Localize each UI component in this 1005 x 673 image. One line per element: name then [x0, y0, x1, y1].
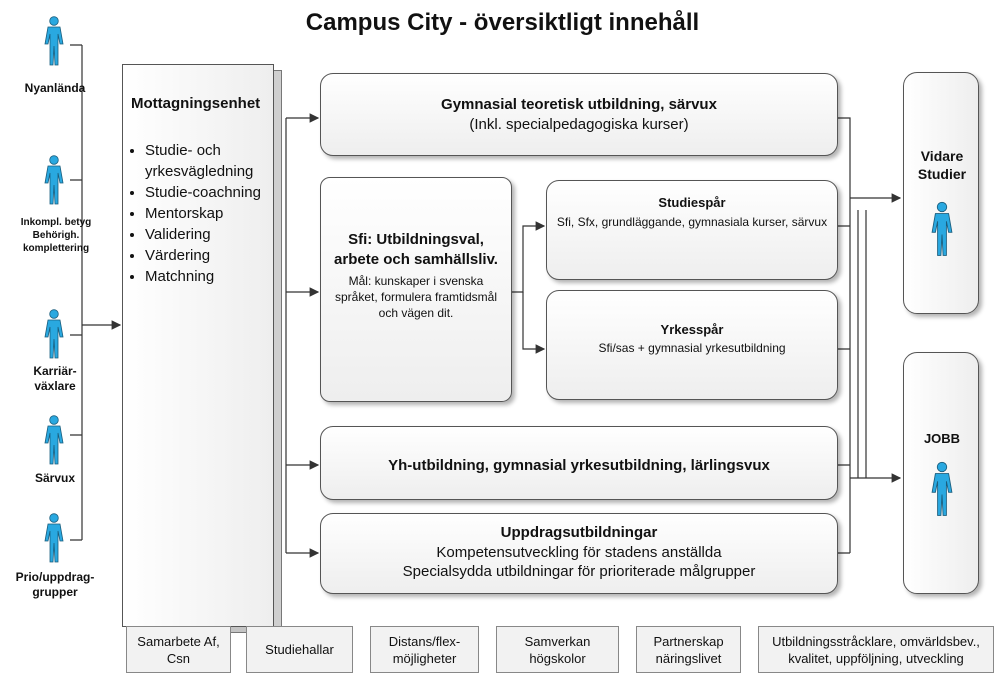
yh-title: Yh-utbildning, gymnasial yrkesutbildning…: [388, 457, 770, 474]
studiespar-box: Studiespår Sfi, Sfx, grundläggande, gymn…: [546, 180, 838, 280]
list-item: Värdering: [145, 245, 275, 266]
jobb-box: JOBB: [903, 352, 979, 594]
mottagning-title: Mottagningsenhet: [131, 95, 261, 112]
yh-box: Yh-utbildning, gymnasial yrkesutbildning…: [320, 426, 838, 500]
list-item: Studie-coachning: [145, 182, 275, 203]
actor-label: Särvux: [34, 471, 76, 485]
gymnasial-title: Gymnasial teoretisk utbildning, särvux: [441, 96, 717, 113]
jobb-title: JOBB: [923, 431, 961, 446]
vidare-title: Vidare Studier: [917, 148, 967, 182]
yrkesspar-sub: Sfi/sas + gymnasial yrkesutbildning: [598, 341, 786, 355]
uppdrag-title: Uppdragsutbildningar: [500, 524, 658, 541]
person-icon: [931, 461, 953, 517]
footer-box-samverkan: Samverkan högskolor: [496, 626, 619, 673]
gymnasial-box: Gymnasial teoretisk utbildning, särvux (…: [320, 73, 838, 156]
uppdrag-line1: Kompetensutveckling för stadens anställd…: [436, 544, 722, 561]
actor-label: Inkompl. betyg Behörigh. komplettering: [20, 217, 92, 254]
uppdrag-box: Uppdragsutbildningar Kompetensutveckling…: [320, 513, 838, 594]
person-icon: [44, 155, 64, 205]
actor-label: Nyanlända: [24, 81, 86, 95]
actor-label: Prio/uppdrag- grupper: [15, 570, 95, 599]
list-item: Validering: [145, 224, 275, 245]
footer-box-studiehallar: Studiehallar: [246, 626, 353, 673]
sfi-title: Sfi: Utbildningsval, arbete och samhälls…: [334, 231, 498, 268]
gymnasial-sub: (Inkl. specialpedagogiska kurser): [469, 116, 689, 133]
uppdrag-line2: Specialsydda utbildningar för prioritera…: [402, 563, 756, 580]
mottagning-box: Mottagningsenhet Studie- och yrkesvägled…: [122, 64, 274, 627]
person-icon: [44, 309, 64, 359]
footer-box-distans: Distans/flex- möjligheter: [370, 626, 479, 673]
vidare-studier-box: Vidare Studier: [903, 72, 979, 314]
person-icon: [44, 415, 64, 465]
person-icon: [931, 201, 953, 257]
list-item: Studie- och yrkesvägledning: [145, 140, 275, 182]
studiespar-title: Studiespår: [658, 195, 726, 210]
list-item: Mentorskap: [145, 203, 275, 224]
footer-box-samarbete: Samarbete Af, Csn: [126, 626, 231, 673]
sfi-box: Sfi: Utbildningsval, arbete och samhälls…: [320, 177, 512, 402]
person-icon: [44, 16, 64, 66]
mottagning-list: Studie- och yrkesvägledning Studie-coach…: [129, 140, 275, 287]
list-item: Matchning: [145, 266, 275, 287]
sfi-sub: Mål: kunskaper i svenska språket, formul…: [334, 274, 498, 320]
yrkesspar-box: Yrkesspår Sfi/sas + gymnasial yrkesutbil…: [546, 290, 838, 400]
person-icon: [44, 513, 64, 563]
yrkesspar-title: Yrkesspår: [660, 322, 724, 337]
actor-label: Karriär- växlare: [33, 364, 77, 393]
page-title: Campus City - översiktligt innehåll: [305, 9, 700, 36]
studiespar-sub: Sfi, Sfx, grundläggande, gymnasiala kurs…: [556, 215, 828, 229]
footer-box-partnerskap: Partnerskap näringslivet: [636, 626, 741, 673]
mottagning-depth: [274, 70, 282, 633]
footer-box-utbildning: Utbildningsstråcklare, omvärldsbev., kva…: [758, 626, 994, 673]
